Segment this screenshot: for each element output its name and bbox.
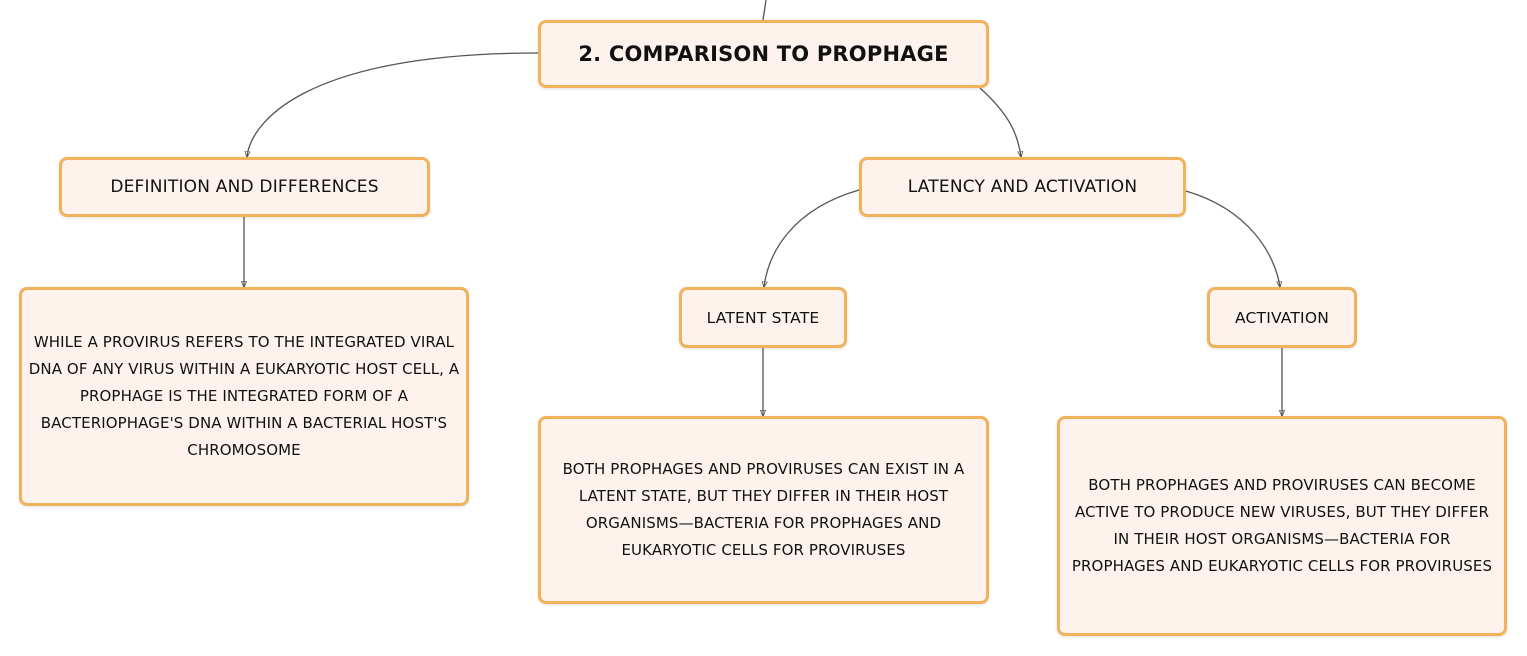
connector-incoming-root (762, 0, 767, 21)
connector-latency-to-latent-state (764, 189, 860, 287)
connector-root-to-latency (979, 87, 1021, 157)
root-node-label: 2. COMPARISON TO PROPHAGE (578, 42, 949, 66)
activation-detail-node[interactable]: BOTH PROPHAGES AND PROVIRUSES CAN BECOME… (1057, 416, 1507, 636)
latent-state-node[interactable]: LATENT STATE (679, 287, 847, 348)
connector-root-to-definition (247, 52, 539, 157)
activation-node[interactable]: ACTIVATION (1207, 287, 1357, 348)
definition-and-differences-node[interactable]: DEFINITION AND DIFFERENCES (59, 157, 430, 217)
definition-detail-text: WHILE A PROVIRUS REFERS TO THE INTEGRATE… (28, 333, 460, 459)
latent-state-detail-text: BOTH PROPHAGES AND PROVIRUSES CAN EXIST … (562, 460, 965, 559)
latency-and-activation-node[interactable]: LATENCY AND ACTIVATION (859, 157, 1186, 217)
latency-and-activation-label: LATENCY AND ACTIVATION (907, 177, 1138, 197)
definition-and-differences-label: DEFINITION AND DIFFERENCES (110, 177, 379, 197)
activation-detail-text: BOTH PROPHAGES AND PROVIRUSES CAN BECOME… (1071, 476, 1493, 575)
definition-detail-node[interactable]: WHILE A PROVIRUS REFERS TO THE INTEGRATE… (19, 287, 469, 506)
latent-state-detail-node[interactable]: BOTH PROPHAGES AND PROVIRUSES CAN EXIST … (538, 416, 989, 604)
root-node[interactable]: 2. COMPARISON TO PROPHAGE (538, 20, 989, 88)
latent-state-label: LATENT STATE (706, 308, 820, 327)
activation-label: ACTIVATION (1234, 308, 1330, 327)
connector-latency-to-activation (1185, 190, 1280, 287)
